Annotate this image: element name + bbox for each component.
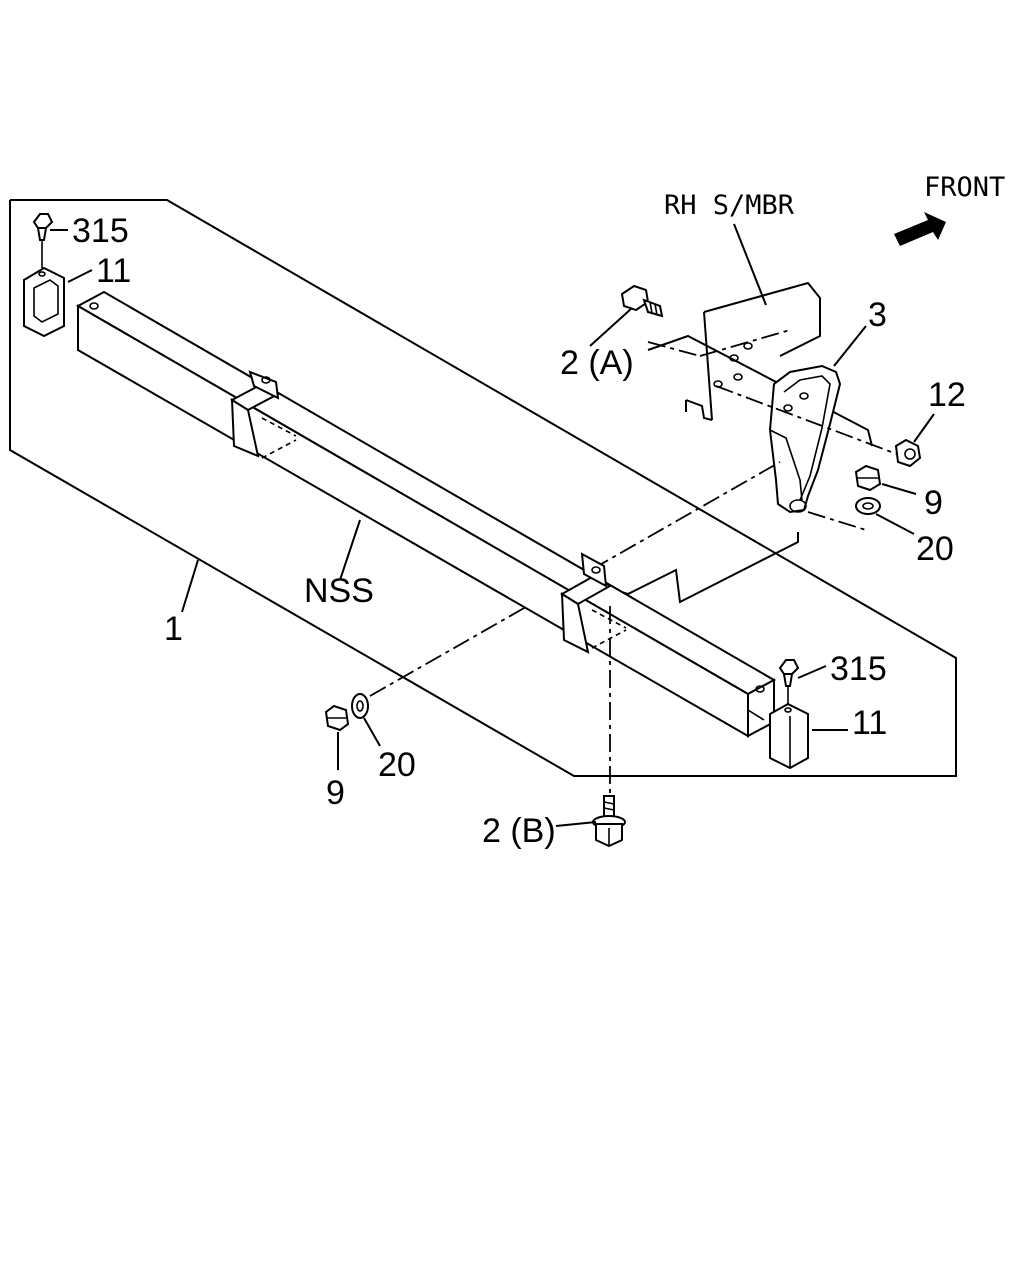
- bracket-3: [768, 364, 842, 514]
- callout-1: 1: [164, 610, 183, 648]
- washer-20-left: [351, 693, 369, 719]
- callout-315-right: 315: [830, 650, 887, 688]
- callout-11-right: 11: [852, 704, 887, 742]
- callout-2b: 2 (B): [482, 812, 556, 850]
- callout-12: 12: [928, 376, 966, 414]
- clip-315-right: [778, 659, 800, 706]
- clip-315-left: [32, 213, 54, 268]
- washer-20-right: [855, 497, 881, 515]
- nut-12: [894, 438, 922, 468]
- front-label: FRONT: [924, 172, 1005, 203]
- stopper-11-left: [23, 266, 65, 338]
- stopper-11-right: [769, 702, 809, 770]
- callout-315-left: 315: [72, 212, 129, 250]
- callout-9-left: 9: [326, 774, 345, 812]
- bolt-2a: [620, 284, 664, 318]
- crossmember-nss: [75, 290, 777, 738]
- nss-label: NSS: [304, 572, 374, 610]
- callout-20-right: 20: [916, 530, 954, 568]
- callout-9-right: 9: [924, 484, 943, 522]
- callout-3: 3: [868, 296, 887, 334]
- frame-label: RH S/MBR: [664, 190, 795, 221]
- callout-20-left: 20: [378, 746, 416, 784]
- front-arrow-icon: [894, 212, 946, 246]
- bolt-2b: [592, 795, 626, 848]
- nut-9-right: [854, 464, 882, 492]
- callout-11-left: 11: [96, 252, 131, 290]
- callout-2a: 2 (A): [560, 344, 634, 382]
- assembly-outline: [9, 199, 957, 777]
- nut-9-left: [324, 704, 350, 732]
